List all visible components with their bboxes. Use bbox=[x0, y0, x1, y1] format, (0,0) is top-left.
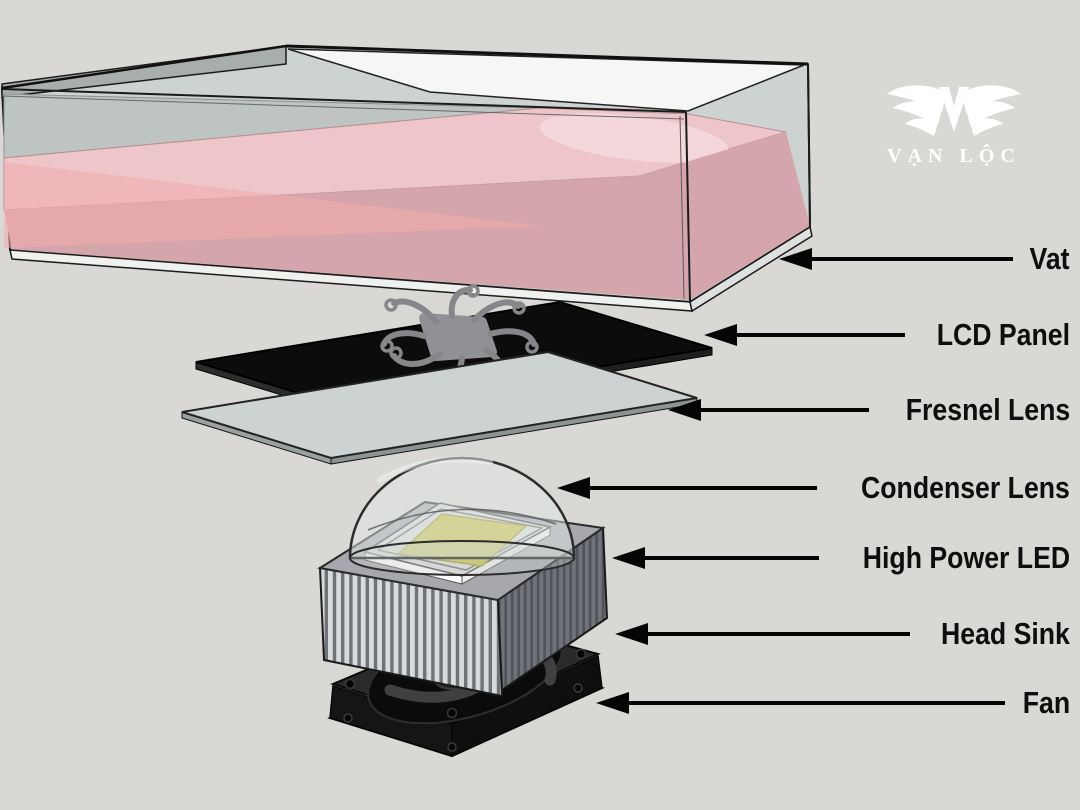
arrow-left-icon bbox=[612, 547, 645, 569]
fresnel-lens-illustration bbox=[181, 350, 698, 465]
callout-high-power-led: High Power LED bbox=[612, 536, 1070, 580]
callout-vat: Vat bbox=[779, 237, 1070, 281]
arrow-shaft bbox=[629, 701, 1005, 705]
arrow-left-icon bbox=[615, 623, 648, 645]
callout-fan: Fan bbox=[596, 681, 1070, 725]
callout-lcd-panel: LCD Panel bbox=[704, 313, 1070, 357]
brand-name: VẠN LỘC bbox=[887, 145, 1021, 167]
callout-label-high-power-led: High Power LED bbox=[862, 540, 1070, 575]
condenser-lens-illustration bbox=[348, 456, 576, 576]
arrow-shaft bbox=[812, 257, 1014, 261]
arrow-left-icon bbox=[557, 477, 590, 499]
callout-label-vat: Vat bbox=[1029, 241, 1070, 276]
vat-illustration bbox=[1, 44, 813, 313]
winged-v-icon bbox=[887, 85, 1021, 136]
callout-label-fresnel-lens: Fresnel Lens bbox=[905, 392, 1070, 427]
callout-label-head-sink: Head Sink bbox=[941, 616, 1070, 651]
callout-fresnel-lens: Fresnel Lens bbox=[668, 388, 1070, 432]
arrow-shaft bbox=[645, 556, 819, 560]
arrow-shaft bbox=[590, 486, 818, 490]
callout-condenser-lens: Condenser Lens bbox=[557, 466, 1070, 510]
arrow-left-icon bbox=[596, 692, 629, 714]
arrow-shaft bbox=[701, 408, 869, 412]
arrow-shaft bbox=[648, 632, 911, 636]
arrow-shaft bbox=[737, 333, 905, 337]
callout-label-condenser-lens: Condenser Lens bbox=[861, 470, 1070, 505]
callout-head-sink: Head Sink bbox=[615, 612, 1070, 656]
brand-logo: VẠN LỘC bbox=[866, 82, 1042, 168]
arrow-left-icon bbox=[668, 399, 701, 421]
callout-label-fan: Fan bbox=[1022, 685, 1070, 720]
arrow-left-icon bbox=[779, 248, 812, 270]
arrow-left-icon bbox=[704, 324, 737, 346]
callout-label-lcd-panel: LCD Panel bbox=[936, 317, 1070, 352]
